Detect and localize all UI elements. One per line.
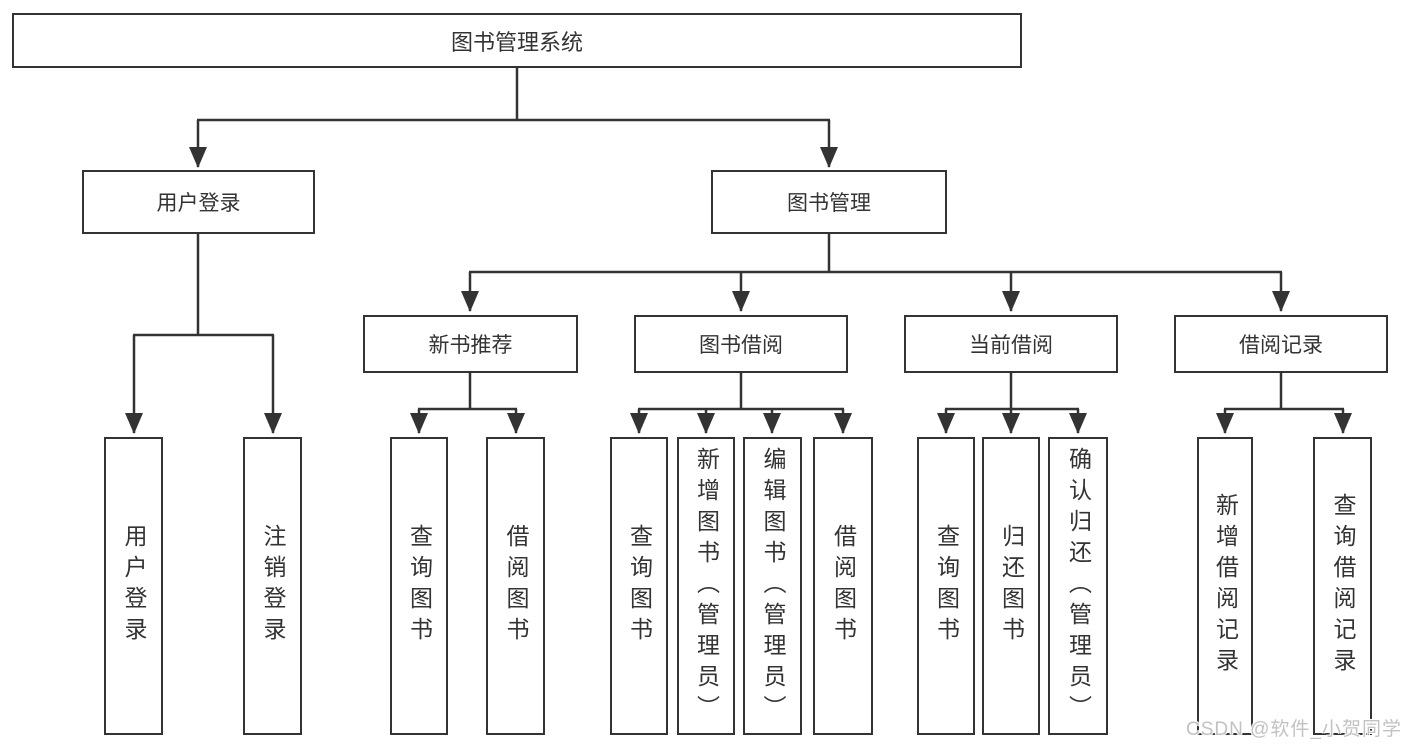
- leaf-br-query-record-label: 查询借阅记录: [1330, 493, 1356, 679]
- leaf-bb-borrow-books: 借阅图书: [813, 437, 873, 735]
- leaf-br-query-record: 查询借阅记录: [1313, 437, 1372, 735]
- leaf-nbr-query-books-label: 查询图书: [406, 524, 433, 648]
- leaf-cb-return-books-label: 归还图书: [998, 524, 1025, 648]
- leaf-bb-add-books-admin-label: 新增图书（管理员）: [693, 446, 720, 726]
- leaf-cb-confirm-return-admin: 确认归还（管理员）: [1048, 437, 1108, 735]
- leaf-nbr-query-books: 查询图书: [390, 437, 448, 735]
- leaf-cb-query-books-label: 查询图书: [933, 524, 960, 648]
- leaf-user-login: 用户登录: [104, 437, 163, 735]
- connector-book-mgmt-split: [469, 234, 1282, 274]
- leaf-bb-query-books-label: 查询图书: [626, 524, 653, 648]
- connector-root-split: [197, 68, 830, 122]
- leaf-cb-query-books: 查询图书: [917, 437, 975, 735]
- leaf-bb-borrow-books-label: 借阅图书: [830, 524, 857, 648]
- node-new-book-rec-label: 新书推荐: [428, 334, 513, 357]
- node-user-login: 用户登录: [82, 170, 315, 234]
- connector-book-borrow-split: [638, 373, 844, 411]
- leaf-bb-add-books-admin: 新增图书（管理员）: [677, 437, 735, 735]
- node-book-mgmt-label: 图书管理: [787, 192, 871, 215]
- leaf-user-login-label: 用户登录: [121, 524, 147, 648]
- node-root: 图书管理系统: [12, 13, 1022, 68]
- node-new-book-rec: 新书推荐: [363, 315, 578, 373]
- leaf-bb-query-books: 查询图书: [610, 437, 668, 735]
- node-current-borrow: 当前借阅: [904, 315, 1118, 373]
- node-book-borrow: 图书借阅: [634, 315, 848, 373]
- leaf-br-add-record: 新增借阅记录: [1197, 437, 1253, 735]
- connector-borrow-records-split: [1224, 373, 1344, 411]
- node-book-mgmt: 图书管理: [711, 170, 947, 234]
- leaf-bb-edit-books-admin: 编辑图书（管理员）: [743, 437, 802, 735]
- leaf-nbr-borrow-books-label: 借阅图书: [503, 524, 529, 648]
- node-user-login-label: 用户登录: [156, 192, 241, 215]
- node-borrow-records-label: 借阅记录: [1239, 334, 1323, 357]
- connector-user-login-split: [133, 234, 274, 337]
- connector-new-book-rec-split: [418, 373, 517, 411]
- csdn-watermark: CSDN @软件_小贺同学: [1186, 719, 1402, 740]
- connector-current-borrow-split: [945, 373, 1079, 411]
- node-root-label: 图书管理系统: [450, 29, 583, 55]
- leaf-logout: 注销登录: [243, 437, 302, 735]
- leaf-bb-edit-books-admin-label: 编辑图书（管理员）: [760, 446, 786, 726]
- leaf-logout-label: 注销登录: [260, 524, 286, 648]
- leaf-br-add-record-label: 新增借阅记录: [1212, 493, 1239, 679]
- leaf-cb-confirm-return-admin-label: 确认归还（管理员）: [1065, 446, 1092, 726]
- leaf-cb-return-books: 归还图书: [982, 437, 1040, 735]
- node-book-borrow-label: 图书借阅: [699, 334, 783, 357]
- node-current-borrow-label: 当前借阅: [969, 334, 1053, 357]
- leaf-nbr-borrow-books: 借阅图书: [486, 437, 545, 735]
- node-borrow-records: 借阅记录: [1174, 315, 1388, 373]
